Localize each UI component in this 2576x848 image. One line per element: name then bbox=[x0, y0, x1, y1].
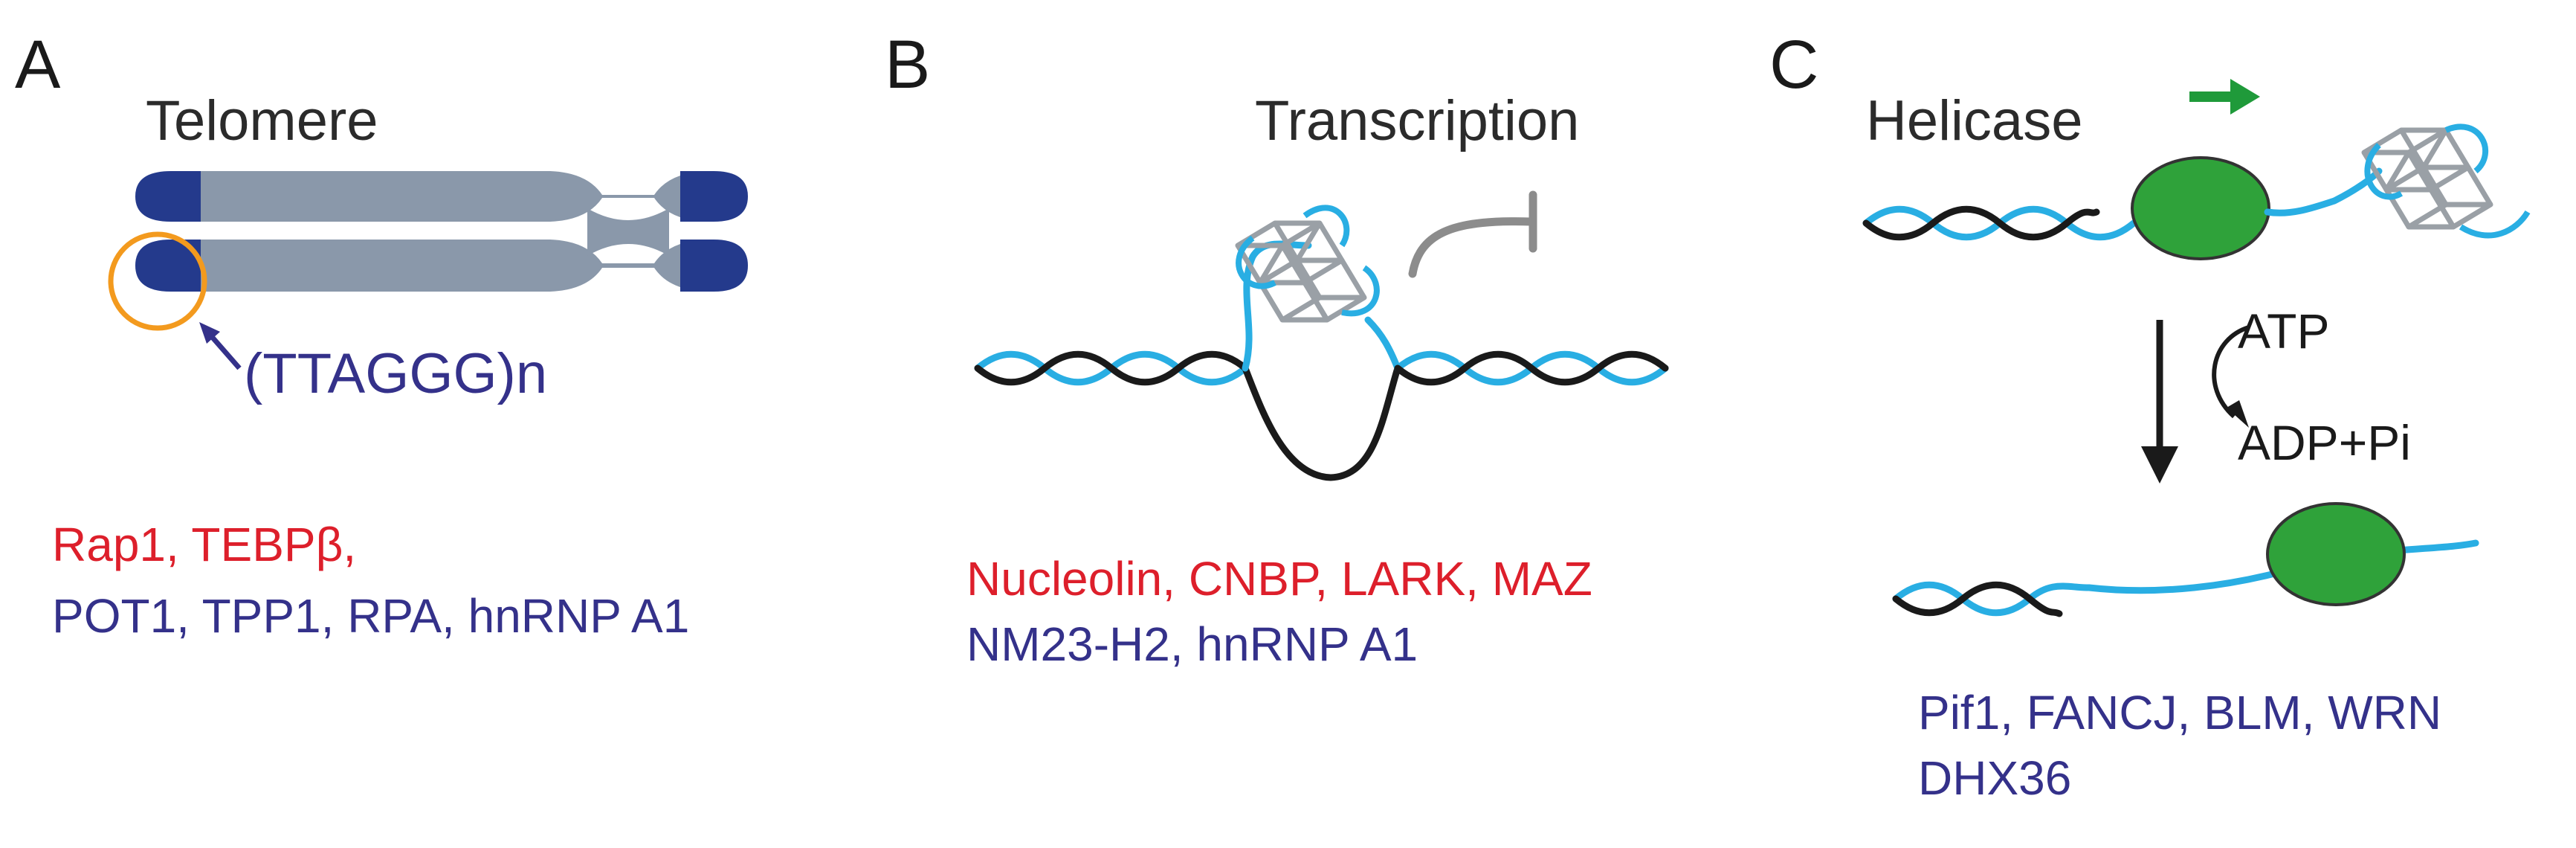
chromosome bbox=[135, 171, 748, 292]
telomere-cap-lower-right bbox=[680, 240, 748, 292]
panel-b-red-proteins: Nucleolin, CNBP, LARK, MAZ bbox=[966, 552, 1592, 606]
panel-a: A Telomere (TTAGGG)n Rap1, TEBPβ, POT1, … bbox=[15, 27, 748, 643]
reaction-arrow bbox=[2141, 320, 2178, 484]
panel-c-proteins-line1: Pif1, FANCJ, BLM, WRN bbox=[1918, 686, 2441, 739]
panel-a-letter: A bbox=[15, 27, 61, 103]
panel-b: B Transcription Nucleolin, CNBP, LARK, M… bbox=[885, 27, 1669, 671]
atp-hydrolysis-curve bbox=[2212, 325, 2250, 428]
g-quadruplex-b bbox=[1238, 205, 1380, 320]
helicase-enzyme-bottom bbox=[2266, 502, 2406, 606]
direction-arrow bbox=[2189, 79, 2260, 115]
helicase-title: Helicase bbox=[1866, 89, 2082, 152]
template-strand-loop bbox=[1242, 364, 1401, 481]
telomere-highlight-circle bbox=[108, 231, 207, 331]
centromere bbox=[587, 208, 669, 256]
telomere-pointer-arrow bbox=[199, 322, 242, 370]
transcription-title: Transcription bbox=[1255, 89, 1579, 152]
repeat-sequence-label: (TTAGGG)n bbox=[244, 342, 547, 405]
inhibition-symbol bbox=[1408, 190, 1537, 278]
substrate-duplex bbox=[1862, 205, 2137, 241]
upper-chromatid bbox=[171, 171, 714, 222]
panel-c-proteins-line2: DHX36 bbox=[1918, 751, 2071, 805]
telomere-cap-upper-left bbox=[135, 171, 201, 222]
atp-label: ATP bbox=[2238, 303, 2329, 359]
adp-pi-label: ADP+Pi bbox=[2238, 415, 2411, 470]
panel-b-blue-proteins: NM23-H2, hnRNP A1 bbox=[966, 617, 1418, 671]
dsdna-duplex-left bbox=[974, 350, 1249, 386]
lower-chromatid bbox=[171, 240, 714, 292]
helicase-enzyme-top bbox=[2131, 156, 2270, 260]
ss-overhang-top bbox=[2264, 167, 2383, 216]
panel-c: C Helicase ATP ADP+Pi bbox=[1769, 27, 2531, 805]
dsdna-duplex-right bbox=[1394, 350, 1669, 386]
panel-b-letter: B bbox=[885, 27, 930, 103]
telomere-cap-upper-right bbox=[680, 171, 748, 222]
g-rich-strand-exit bbox=[1364, 316, 1401, 372]
panel-a-blue-proteins: POT1, TPP1, RPA, hnRNP A1 bbox=[52, 589, 689, 643]
g-quadruplex-c bbox=[2364, 123, 2531, 239]
panel-a-red-proteins: Rap1, TEBPβ, bbox=[52, 518, 356, 571]
telomere-cap-lower-left bbox=[135, 240, 201, 292]
product-duplex bbox=[1892, 581, 2093, 617]
telomere-title: Telomere bbox=[146, 89, 378, 152]
panel-c-letter: C bbox=[1769, 27, 1818, 103]
